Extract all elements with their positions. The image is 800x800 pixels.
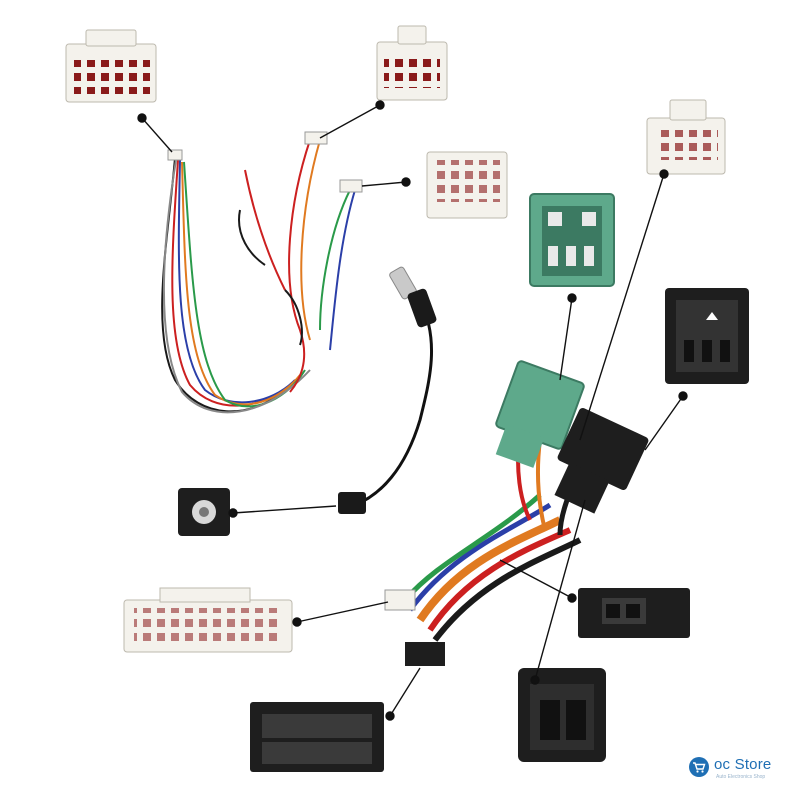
black-radio-connector-16pin — [250, 702, 384, 772]
white-connector-6pin-top-right — [646, 99, 726, 175]
green-iso-connector-harness — [495, 360, 585, 468]
white-connector-8pin-top-left — [65, 29, 157, 103]
black-power-connector-bottom — [518, 668, 606, 762]
shopping-cart-icon — [689, 757, 709, 777]
black-connector-small-right — [578, 588, 690, 638]
white-connector-24pin-bottom-left — [123, 587, 293, 653]
white-connector-6pin-top-center — [376, 25, 448, 101]
brand-name: oc Store — [714, 756, 772, 773]
leader-lines — [137, 100, 688, 721]
green-iso-connector-detail — [529, 193, 615, 287]
black-iso-connector-detail — [665, 288, 749, 384]
antenna-socket-detail — [178, 488, 230, 536]
main-harness-body — [384, 429, 583, 666]
loose-wire-bundle — [161, 131, 363, 414]
store-watermark: oc Store Auto Electronics Shop — [688, 752, 796, 786]
black-iso-connector-harness — [554, 407, 649, 514]
brand-tagline: Auto Electronics Shop — [716, 774, 766, 780]
antenna-adapter-cable — [338, 266, 437, 514]
white-connector-12pin-middle — [426, 151, 508, 219]
